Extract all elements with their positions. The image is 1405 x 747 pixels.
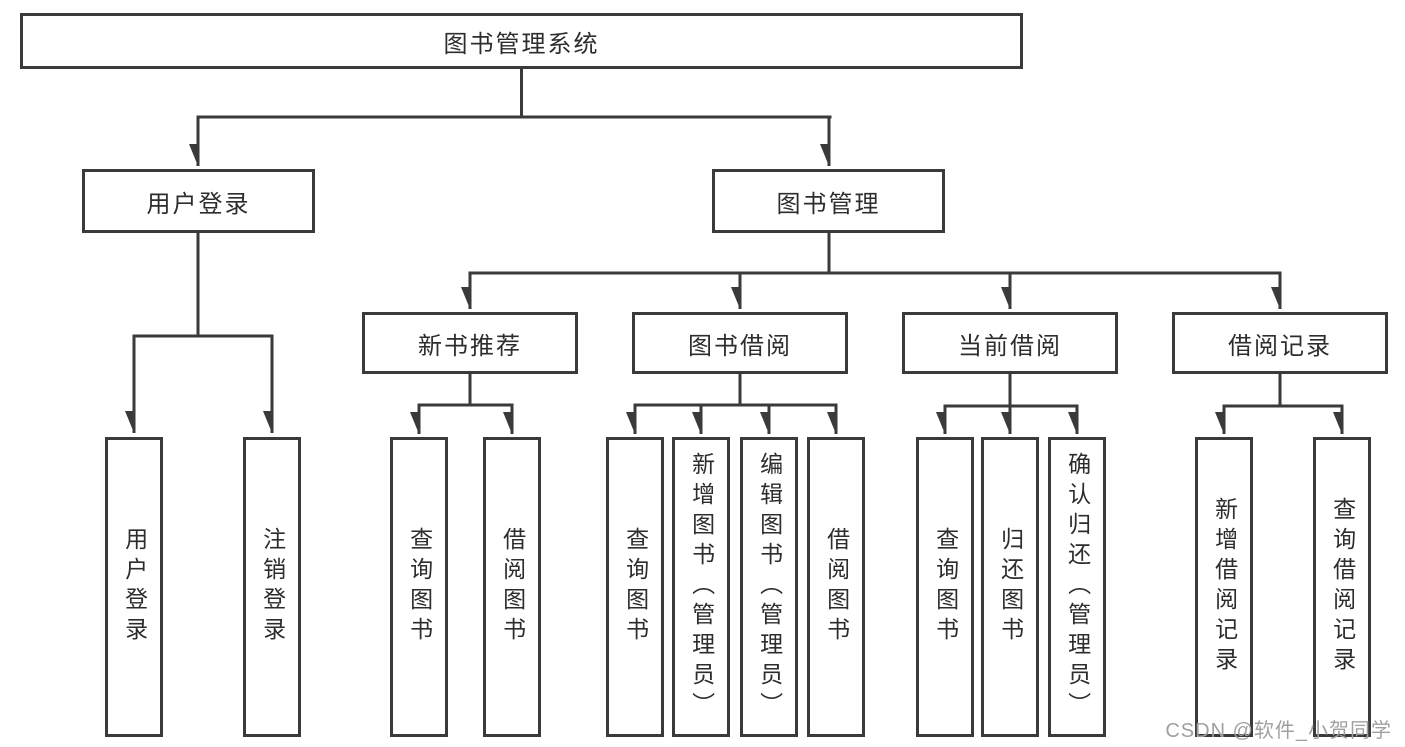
node-library-management-system: 图书管理系统 — [20, 13, 1023, 69]
node-label: 图书借阅 — [688, 332, 792, 360]
edge-new-book-rec-to-leaves — [418, 372, 514, 434]
node-label: 借阅图书 — [499, 527, 526, 647]
leaf-query-books-borrowing: 查询图书 — [606, 437, 664, 737]
edge-book-borrow-to-leaves — [634, 372, 838, 434]
node-label: 归还图书 — [997, 527, 1024, 647]
leaf-confirm-return-admin: 确认归还（管理员） — [1048, 437, 1106, 737]
node-label: 查询图书 — [622, 527, 649, 647]
leaf-logout-login: 注销登录 — [243, 437, 301, 737]
node-label: 查询借阅记录 — [1329, 497, 1356, 677]
edge-current-borrow-to-leaves — [944, 372, 1079, 434]
node-label: 借阅记录 — [1228, 332, 1332, 360]
leaf-borrow-books-recommend: 借阅图书 — [483, 437, 541, 737]
leaf-return-book: 归还图书 — [981, 437, 1039, 737]
leaf-user-login: 用户登录 — [105, 437, 163, 737]
node-label: 用户登录 — [121, 527, 148, 647]
node-label: 借阅图书 — [823, 527, 850, 647]
node-label: 编辑图书（管理员） — [756, 452, 783, 722]
node-new-book-recommend: 新书推荐 — [362, 312, 578, 374]
node-label: 用户登录 — [146, 190, 251, 218]
node-label: 注销登录 — [259, 527, 286, 647]
node-borrow-records: 借阅记录 — [1172, 312, 1388, 374]
node-label: 新增图书（管理员） — [688, 452, 715, 722]
node-label: 查询图书 — [932, 527, 959, 647]
edge-root-to-level1 — [197, 67, 832, 166]
edge-book-mgmt-to-level2 — [469, 231, 1282, 309]
leaf-query-books-recommend: 查询图书 — [390, 437, 448, 737]
leaf-query-borrow-record: 查询借阅记录 — [1313, 437, 1371, 737]
node-label: 新书推荐 — [418, 332, 522, 360]
leaf-edit-book-admin: 编辑图书（管理员） — [740, 437, 798, 737]
leaf-borrow-books-borrowing: 借阅图书 — [807, 437, 865, 737]
node-current-borrowing: 当前借阅 — [902, 312, 1118, 374]
node-label: 当前借阅 — [958, 332, 1062, 360]
edge-borrow-records-to-leaves — [1223, 372, 1344, 434]
node-label: 确认归还（管理员） — [1064, 452, 1091, 722]
node-label: 查询图书 — [406, 527, 433, 647]
node-book-management-group: 图书管理 — [712, 169, 945, 233]
leaf-query-books-current: 查询图书 — [916, 437, 974, 737]
edge-user-login-to-leaves — [133, 231, 274, 433]
leaf-add-book-admin: 新增图书（管理员） — [672, 437, 730, 737]
node-label: 新增借阅记录 — [1211, 497, 1238, 677]
node-user-login-group: 用户登录 — [82, 169, 315, 233]
leaf-add-borrow-record: 新增借阅记录 — [1195, 437, 1253, 737]
node-label: 图书管理 — [776, 190, 881, 218]
csdn-watermark: CSDN @软件_小贺同学 — [1165, 720, 1392, 742]
node-label: 图书管理系统 — [443, 30, 600, 58]
node-book-borrowing: 图书借阅 — [632, 312, 848, 374]
